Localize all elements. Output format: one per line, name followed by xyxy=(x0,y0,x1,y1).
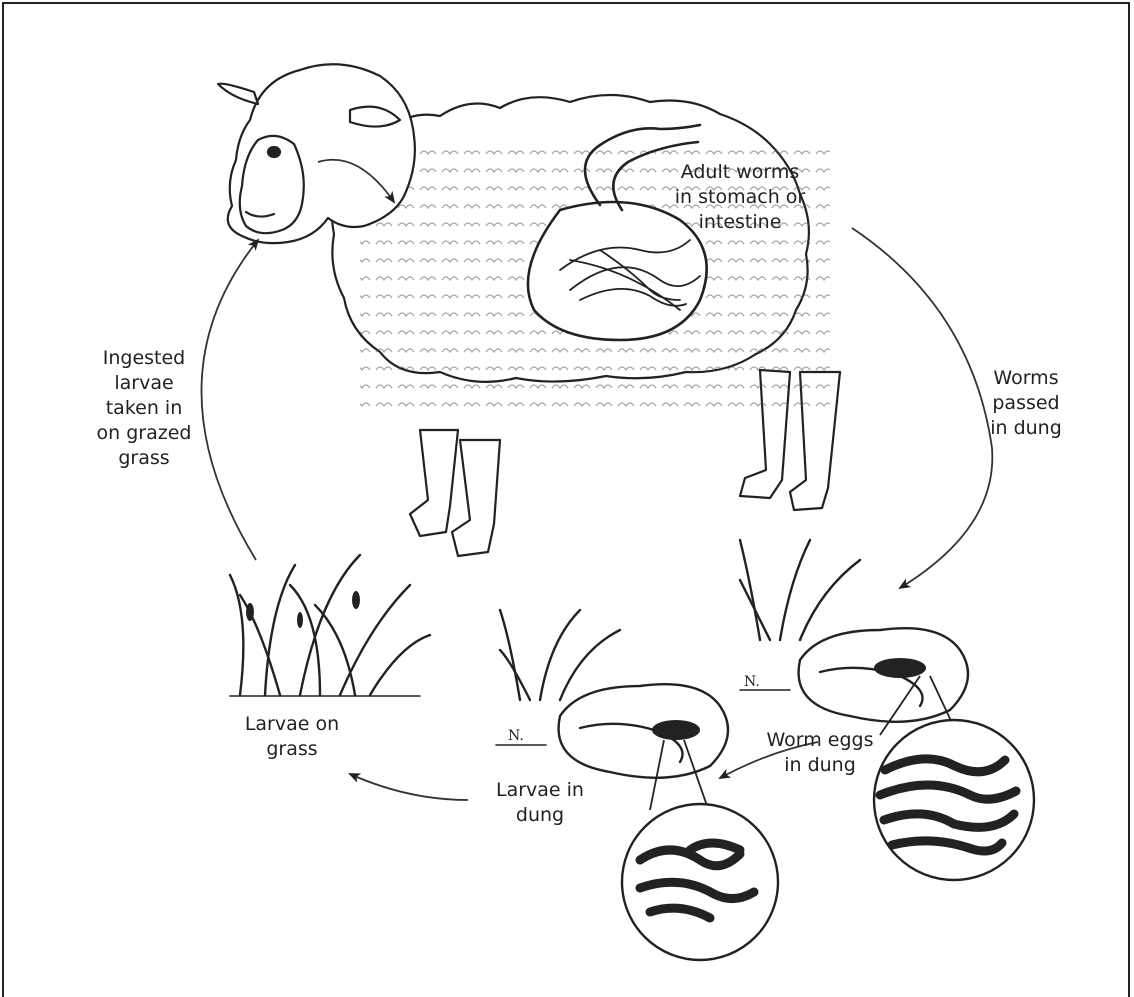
label-worms-passed: Worms passed in dung xyxy=(966,366,1086,441)
sheep-ear xyxy=(218,84,258,104)
sheep xyxy=(218,64,840,556)
grass-larvae xyxy=(246,591,360,628)
label-worm-eggs: Worm eggs in dung xyxy=(760,728,880,778)
label-larvae-on-grass: Larvae on grass xyxy=(232,712,352,762)
grass-tuft xyxy=(230,555,430,696)
label-ingested-larvae: Ingested larvae taken in on grazed grass xyxy=(84,346,204,471)
arrow-larvae-to-grass xyxy=(350,774,468,800)
n-mark: N. xyxy=(508,728,524,744)
egg-cluster xyxy=(874,658,926,678)
n-mark: N. xyxy=(744,674,760,690)
label-adult-worms: Adult worms in stomach or intestine xyxy=(660,160,820,235)
larvae-cluster xyxy=(652,720,700,740)
dung-with-eggs xyxy=(740,540,968,722)
sheep-fore-leg xyxy=(410,430,458,536)
arrow-grass-to-mouth xyxy=(201,240,258,560)
dung-with-larvae xyxy=(496,610,728,778)
label-larvae-in-dung: Larvae in dung xyxy=(480,778,600,828)
sheep-fore-leg xyxy=(452,440,500,556)
sheep-eye xyxy=(268,147,280,157)
